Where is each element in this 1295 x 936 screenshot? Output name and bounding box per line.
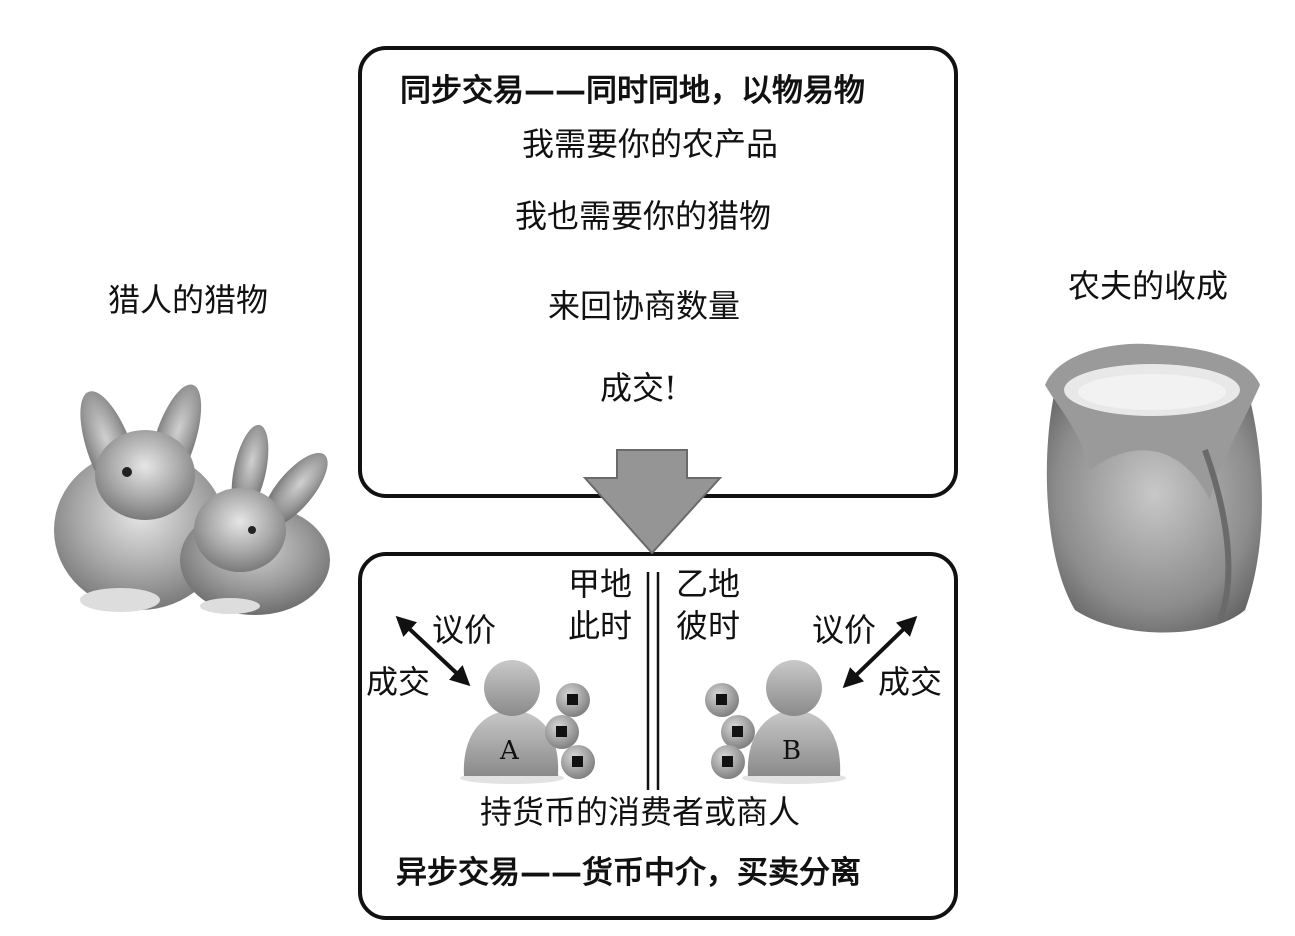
coin-icon bbox=[545, 683, 595, 779]
place-left-line-1: 甲地 bbox=[568, 565, 633, 603]
dialog-line-4: 成交! bbox=[600, 369, 677, 407]
grain-sack-image bbox=[1045, 343, 1262, 633]
person-a-icon bbox=[460, 660, 564, 784]
place-left-line-2: 此时 bbox=[568, 607, 633, 645]
sync-trade-title: 同步交易——同时同地，以物易物 bbox=[400, 73, 865, 109]
money-holder-caption: 持货币的消费者或商人 bbox=[480, 793, 801, 831]
rabbit-right bbox=[180, 424, 330, 615]
deal-label-right: 成交 bbox=[878, 663, 943, 701]
dialog-line-3: 来回协商数量 bbox=[548, 287, 741, 325]
farmer-harvest-label: 农夫的收成 bbox=[1068, 267, 1229, 305]
negotiate-arrow-left bbox=[395, 615, 471, 687]
person-a-label: A bbox=[500, 736, 519, 766]
place-right-line-2: 彼时 bbox=[676, 607, 741, 645]
deal-label-left: 成交 bbox=[366, 663, 431, 701]
negotiate-label-left: 议价 bbox=[432, 611, 497, 649]
place-right-line-1: 乙地 bbox=[676, 565, 741, 603]
hunter-prey-label: 猎人的猎物 bbox=[108, 281, 269, 319]
sync-trade-box bbox=[358, 46, 958, 498]
async-trade-title: 异步交易——货币中介，买卖分离 bbox=[396, 855, 861, 891]
down-arrow-icon bbox=[582, 449, 723, 555]
negotiate-label-right: 议价 bbox=[812, 611, 877, 649]
person-b-icon bbox=[742, 660, 846, 784]
dialog-line-1: 我需要你的农产品 bbox=[522, 125, 779, 163]
dialog-line-2: 我也需要你的猎物 bbox=[515, 197, 772, 235]
person-b-label: B bbox=[782, 736, 802, 766]
rabbit-left bbox=[54, 384, 226, 612]
negotiate-arrow-right bbox=[842, 615, 918, 689]
coin-icon bbox=[705, 683, 755, 779]
